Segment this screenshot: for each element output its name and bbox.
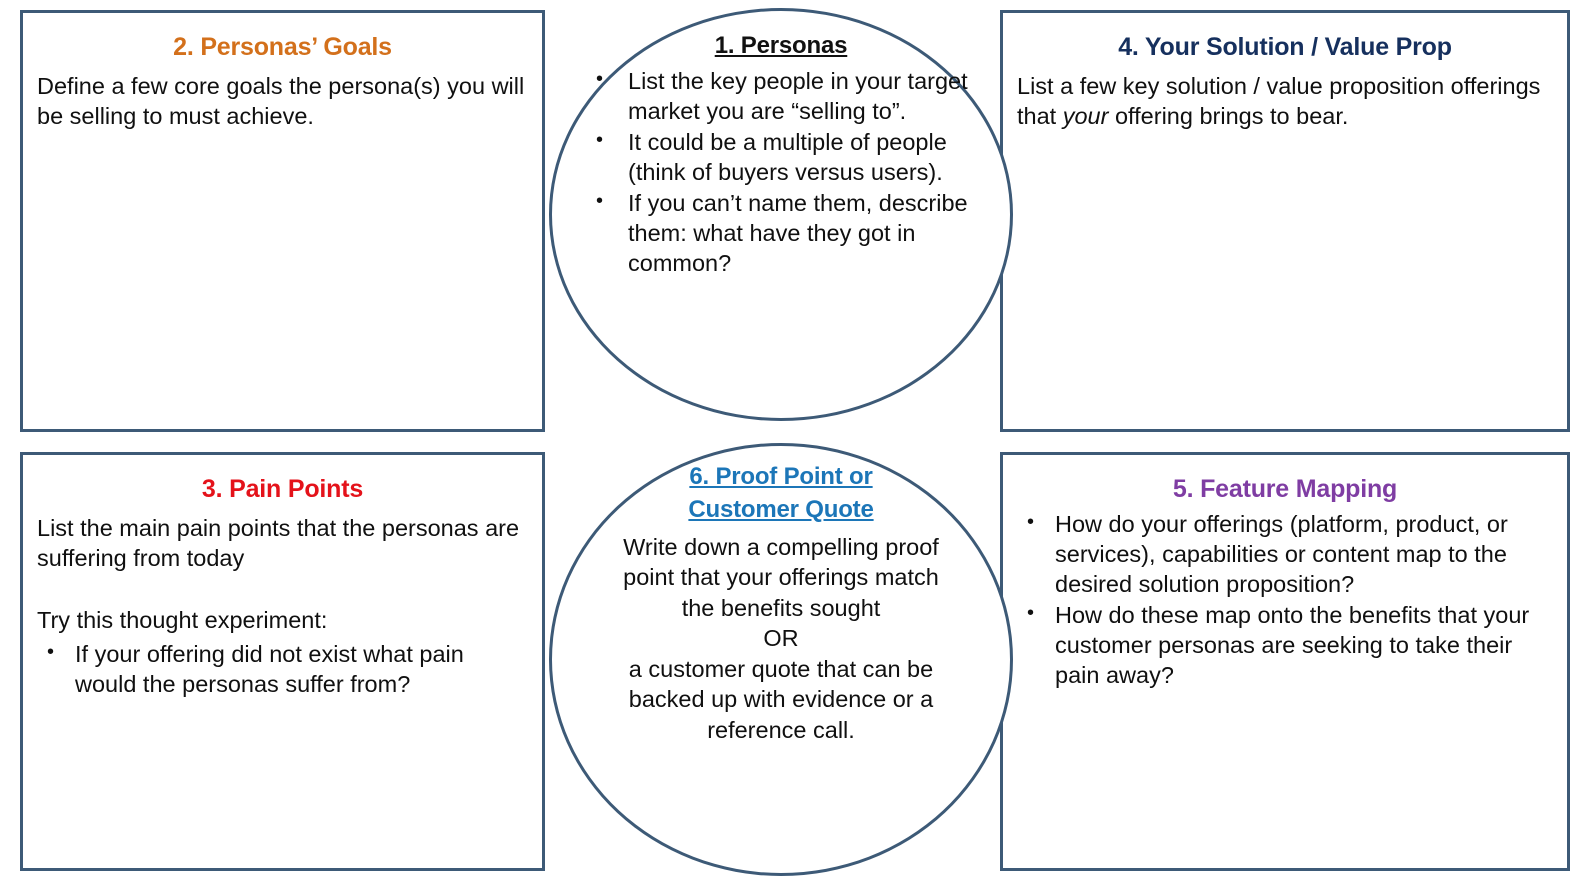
proof-line: reference call. <box>707 717 855 744</box>
circle-proof-point-title-line-1: 6. Proof Point or <box>689 463 873 490</box>
list-item: How do these map onto the benefits that … <box>1017 599 1553 690</box>
list-item: If you can’t name them, describe them: w… <box>582 187 980 278</box>
panel-personas-goals-paragraph: Define a few core goals the persona(s) y… <box>37 73 525 130</box>
circle-proof-point-title-line-2: Customer Quote <box>688 495 874 523</box>
panel-personas-goals: 2. Personas’ Goals Define a few core goa… <box>20 10 545 432</box>
panel-pain-points-title: 3. Pain Points <box>201 475 364 503</box>
circle-proof-point-content: 6. Proof Point or Customer Quote Write d… <box>552 446 1010 746</box>
proof-line: the benefits sought <box>681 594 881 621</box>
circle-proof-point: 6. Proof Point or Customer Quote Write d… <box>549 443 1013 876</box>
proof-line: backed up with evidence or a <box>628 686 934 713</box>
circle-personas: 1. Personas List the key people in your … <box>549 8 1013 421</box>
solution-text-emphasis: your <box>1062 103 1109 130</box>
panel-pain-points-paragraph-2: Try this thought experiment: <box>37 607 328 634</box>
panel-pain-points-bullet-list: If your offering did not exist what pain… <box>37 638 528 699</box>
list-item: It could be a multiple of people (think … <box>582 126 980 187</box>
circle-personas-content: 1. Personas List the key people in your … <box>552 11 1010 279</box>
panel-feature-mapping: 5. Feature Mapping How do your offerings… <box>1000 452 1570 871</box>
panel-solution-value-prop-title: 4. Your Solution / Value Prop <box>1118 33 1452 61</box>
panel-solution-value-prop: 4. Your Solution / Value Prop List a few… <box>1000 10 1570 432</box>
proof-line: point that your offerings match <box>623 564 939 591</box>
panel-feature-mapping-bullet-list: How do your offerings (platform, product… <box>1017 508 1553 690</box>
pain-points-spacer <box>37 573 528 599</box>
circle-personas-title: 1. Personas <box>714 32 848 59</box>
circle-personas-bullet-list: List the key people in your target marke… <box>582 65 980 279</box>
list-item: List the key people in your target marke… <box>582 65 980 126</box>
list-item: How do your offerings (platform, product… <box>1017 508 1553 599</box>
list-item: If your offering did not exist what pain… <box>37 638 528 699</box>
panel-pain-points-paragraph-1: List the main pain points that the perso… <box>37 515 520 572</box>
proof-line: a customer quote that can be <box>628 655 934 682</box>
proof-line: Write down a compelling proof <box>623 533 939 560</box>
panel-solution-value-prop-paragraph: List a few key solution / value proposit… <box>1017 71 1553 131</box>
solution-text-part2: offering brings to bear. <box>1108 103 1349 130</box>
solution-text-part1: List a few key solution / value proposit… <box>1017 73 1541 130</box>
circle-proof-point-body: Write down a compelling proof point that… <box>582 532 980 746</box>
panel-feature-mapping-title: 5. Feature Mapping <box>1172 475 1398 503</box>
proof-line: OR <box>763 625 799 652</box>
panel-pain-points: 3. Pain Points List the main pain points… <box>20 452 545 871</box>
panel-personas-goals-title: 2. Personas’ Goals <box>173 33 392 61</box>
